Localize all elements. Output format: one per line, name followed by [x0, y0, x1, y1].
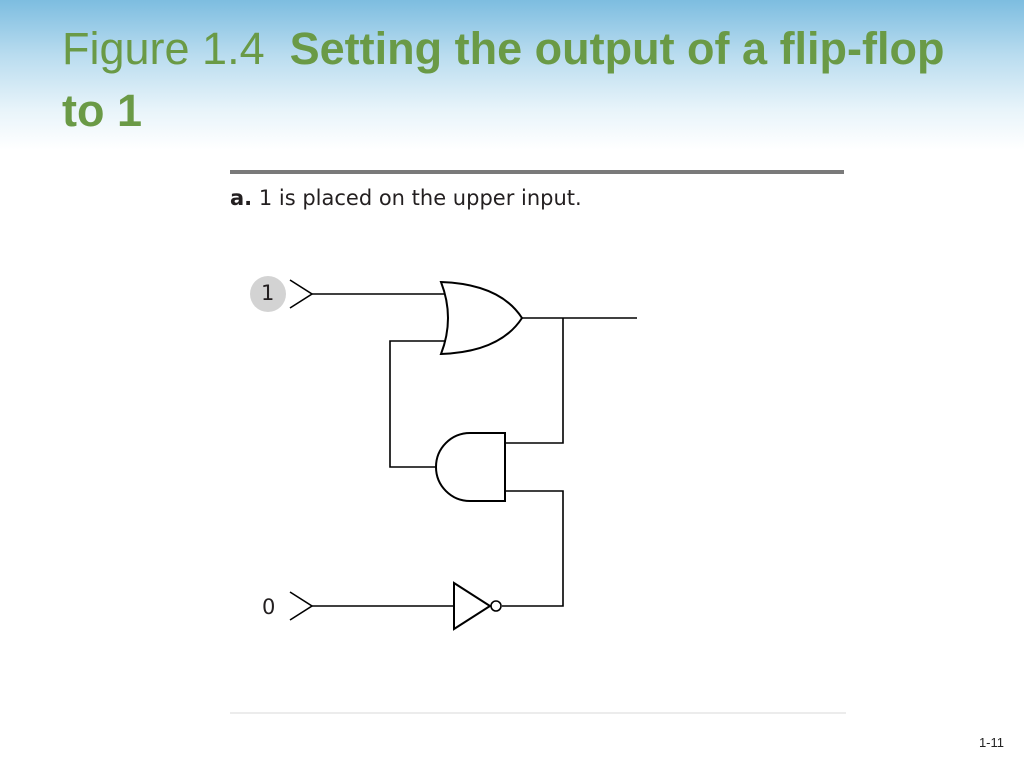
- not-gate: [453, 581, 492, 631]
- upper-input-value: 1: [261, 281, 275, 305]
- slide-title: Figure 1.4 Setting the output of a flip-…: [62, 18, 962, 142]
- caption-text: 1 is placed on the upper input.: [258, 186, 582, 210]
- or-lower-input-wire: [389, 340, 446, 468]
- not-output-wire: [502, 490, 564, 607]
- page-number: 1-11: [978, 735, 1004, 750]
- diagram-caption: a. 1 is placed on the upper input.: [230, 186, 582, 210]
- upper-input-chevron: [289, 279, 314, 309]
- not-gate-bubble: [490, 600, 502, 612]
- feedback-wire: [505, 318, 564, 444]
- figure-title: Setting the output of a flip-flop to 1: [62, 23, 945, 136]
- caption-letter: a.: [230, 186, 253, 210]
- and-gate: [435, 432, 506, 502]
- upper-input-highlight: [250, 276, 286, 312]
- or-gate: [439, 280, 524, 356]
- figure-number: Figure 1.4: [62, 23, 265, 74]
- lower-input-chevron: [289, 591, 314, 621]
- lower-input-value: 0: [262, 595, 276, 619]
